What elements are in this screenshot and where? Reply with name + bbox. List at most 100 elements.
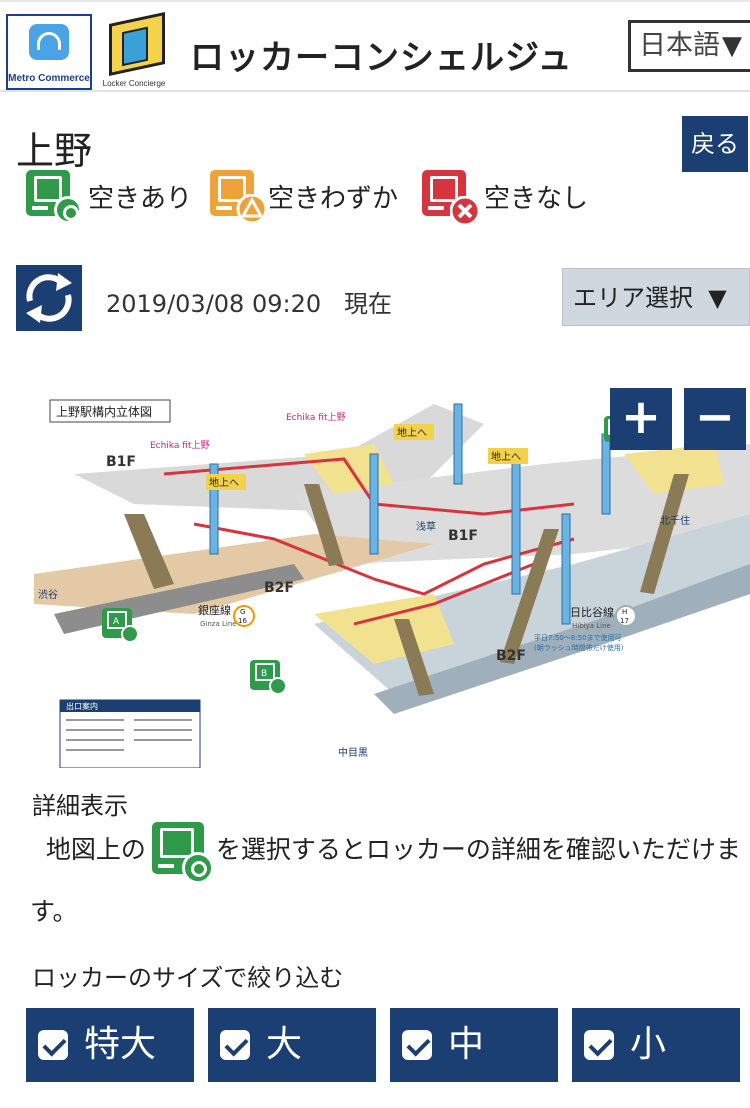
locker-few-icon <box>206 166 268 226</box>
map-yellow-area-east <box>624 444 724 494</box>
checkbox-checked-icon <box>220 1030 250 1060</box>
checkbox-checked-icon <box>584 1030 614 1060</box>
map-destination-label: 渋谷 <box>38 588 58 601</box>
refresh-button[interactable] <box>16 265 82 331</box>
map-echika-label: Echika fit上野 <box>286 412 345 423</box>
metro-commerce-logo[interactable]: Metro Commerce <box>6 14 92 90</box>
size-filter-title: ロッカーのサイズで絞り込む <box>32 964 344 992</box>
map-exit-tag <box>206 474 246 490</box>
map-route-b2f <box>193 522 575 596</box>
datetime-value: 2019/03/08 09:20 <box>106 290 322 318</box>
map-locker-b-label: B <box>261 669 267 679</box>
map-locker-b-marker[interactable]: B <box>250 660 287 695</box>
map-exit-label: 地上へ <box>491 450 521 463</box>
hibiya-line-badge <box>615 605 637 627</box>
locker-full-icon <box>418 166 480 226</box>
map-hibiya-label: 日比谷線 <box>570 605 614 619</box>
app-title: ロッカーコンシェルジュ <box>190 38 573 78</box>
map-floor-label: B2F <box>496 648 526 664</box>
header-bar: Metro Commerce Locker Concierge ロッカーコンシェ… <box>0 0 750 92</box>
map-echika-label: Echika fit上野 <box>150 440 209 451</box>
hibiya-line-code: H <box>622 608 627 616</box>
map-hibiya-note: 平日7:50〜8:50まで使用可 <box>534 633 621 642</box>
map-elevator <box>601 433 611 515</box>
language-value: 日本語 <box>639 30 720 61</box>
metro-mark-icon <box>29 24 69 60</box>
locker-logo-text: Locker Concierge <box>102 79 166 88</box>
map-elevator <box>369 453 379 555</box>
map-locker-a-marker[interactable]: A <box>102 608 139 643</box>
map-exit-guide-header <box>60 700 200 712</box>
map-destination-label: 浅草 <box>416 520 436 533</box>
detail-title: 詳細表示 <box>32 792 128 820</box>
map-escalator <box>304 484 344 566</box>
checkbox-checked-icon <box>402 1030 432 1060</box>
map-escalator <box>640 474 689 594</box>
station-map-drawing: 上野駅構内立体図 B1F B1F B2F B2F 地上へ 地上へ 地上へ Ech… <box>34 399 750 768</box>
size-filter-label: 中 <box>448 1024 485 1065</box>
map-elevator <box>561 513 571 625</box>
size-filter-label: 小 <box>630 1024 667 1065</box>
size-filter-small[interactable]: 小 <box>572 1008 740 1082</box>
map-title-box <box>49 399 171 423</box>
detail-text-before: 地図上の <box>45 835 146 864</box>
zoom-in-button[interactable]: + <box>610 388 672 450</box>
area-select-dropdown[interactable]: エリア選択 ▼ <box>562 268 750 326</box>
size-filter-label: 特大 <box>84 1024 157 1065</box>
hibiya-station-number: 17 <box>620 617 629 625</box>
map-destination-label: 中目黒 <box>338 746 368 759</box>
size-filter-large[interactable]: 大 <box>208 1008 376 1082</box>
back-button[interactable]: 戻る <box>682 116 748 172</box>
now-label: 現在 <box>344 290 393 318</box>
map-floor-label: B2F <box>264 580 294 596</box>
legend-few: 空きわずか <box>206 166 406 228</box>
map-floor-label: B1F <box>448 528 478 544</box>
map-locker-a-label: A <box>113 617 120 627</box>
locker-available-icon <box>22 166 82 226</box>
station-map[interactable]: 上野駅構内立体図 B1F B1F B2F B2F 地上へ 地上へ 地上へ Ech… <box>14 364 750 768</box>
legend-available: 空きあり <box>22 166 192 228</box>
checkbox-checked-icon <box>38 1030 68 1060</box>
caret-down-icon: ▼ <box>708 284 727 312</box>
map-ginza-label: 銀座線 <box>198 603 231 617</box>
detail-text-after: を選択するとロッカーの詳細を確認いただけます。 <box>30 835 741 926</box>
map-exit-label: 地上へ <box>209 476 239 489</box>
map-hibiya-label-en: Hibiya Line <box>572 622 611 630</box>
legend-label: 空きなし <box>484 184 589 214</box>
map-destination-label: 北千住 <box>660 514 690 527</box>
map-exit-tag <box>394 424 434 440</box>
map-title: 上野駅構内立体図 <box>56 404 152 419</box>
map-escalator <box>124 514 174 589</box>
caret-down-icon: ▼ <box>722 31 742 61</box>
size-filter-extra-large[interactable]: 特大 <box>26 1008 194 1082</box>
map-escalator <box>500 529 559 664</box>
ginza-line-badge <box>233 605 255 627</box>
area-select-label: エリア選択 <box>573 284 693 312</box>
locker-concierge-logo[interactable]: Locker Concierge <box>95 12 173 90</box>
legend-full: 空きなし <box>418 166 588 228</box>
map-escalator <box>394 619 434 696</box>
legend-label: 空きあり <box>88 184 193 214</box>
station-name: 上野 <box>16 129 93 173</box>
size-filter-medium[interactable]: 中 <box>390 1008 558 1082</box>
ginza-station-number: 16 <box>238 617 247 625</box>
refresh-icon <box>26 273 72 323</box>
zoom-out-button[interactable]: − <box>684 388 746 450</box>
metro-logo-text: Metro Commerce <box>8 73 90 84</box>
detail-description: 地図上のを選択するとロッカーの詳細を確認いただけます。 <box>30 818 742 940</box>
map-floor-label: B1F <box>106 454 136 470</box>
language-select[interactable]: 日本語▼ <box>628 20 750 72</box>
map-elevator <box>209 463 219 555</box>
map-exit-tag <box>488 448 528 464</box>
update-timestamp: 2019/03/08 09:20 現在 <box>106 284 392 319</box>
locker-cube-icon <box>109 12 165 76</box>
map-b1f-concourse-east <box>294 444 750 564</box>
ginza-line-code: G <box>240 608 245 616</box>
map-exit-guide-title: 出口案内 <box>66 701 98 711</box>
map-exit-label: 地上へ <box>397 426 427 439</box>
map-hibiya-note: (朝ラッシュ時間帯だけ使用) <box>534 643 624 652</box>
locker-available-icon <box>148 818 214 884</box>
legend-label: 空きわずか <box>268 184 399 214</box>
map-elevator <box>511 453 521 595</box>
size-filter-label: 大 <box>266 1024 303 1065</box>
